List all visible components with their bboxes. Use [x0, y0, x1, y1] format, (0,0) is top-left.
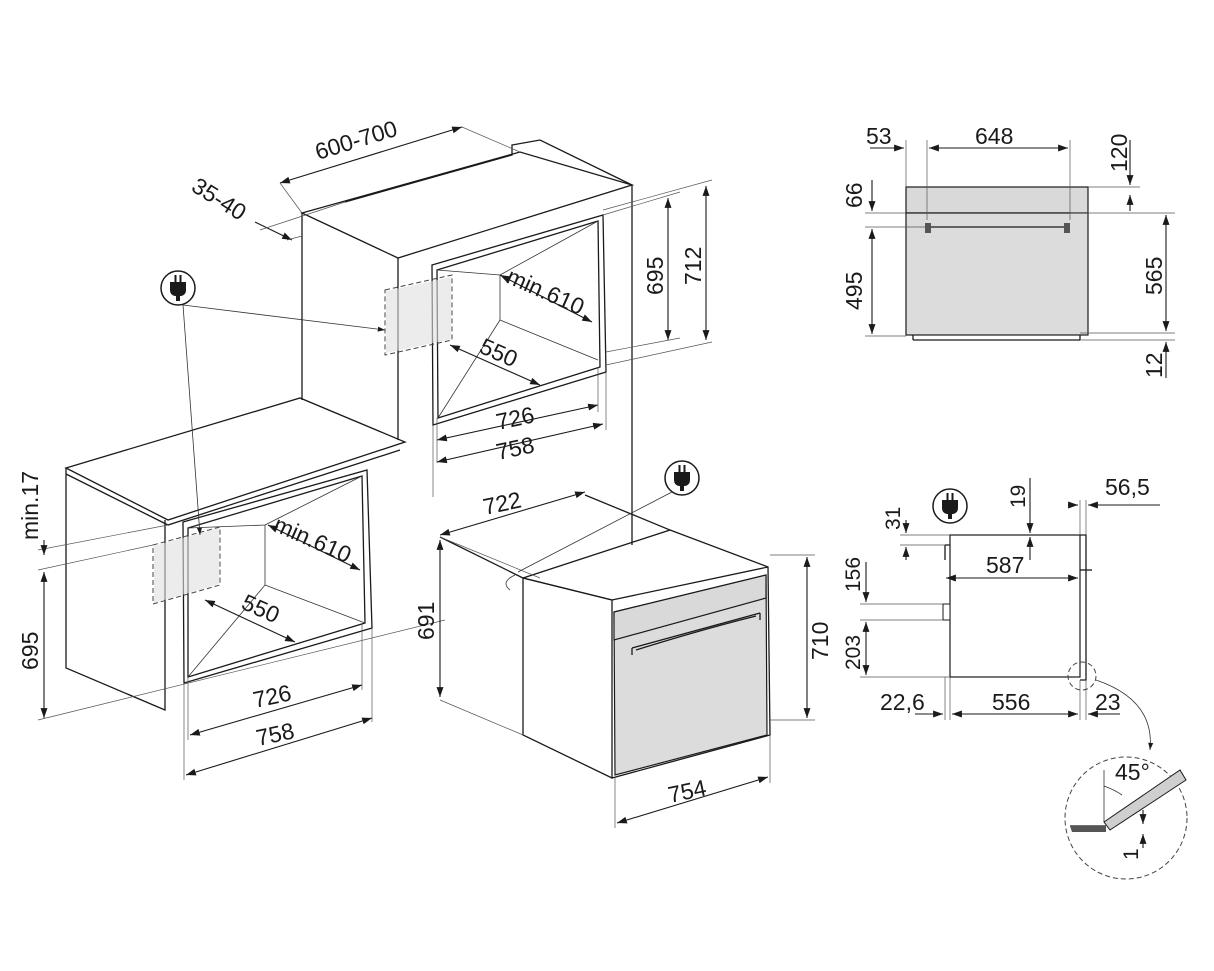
dim-under-inner-width: 726 — [251, 679, 294, 712]
dim-side-top-gap: 19 — [1007, 485, 1030, 508]
under-socket-zone — [152, 526, 221, 605]
dim-front-door: 495 — [841, 272, 867, 310]
dim-tall-min-depth: min.610 — [503, 263, 588, 320]
dim-tall-outer-width: 758 — [494, 431, 537, 464]
dim-oven-front-height: 710 — [807, 622, 833, 660]
dim-front-bottom: 12 — [1141, 352, 1167, 378]
dim-oven-front-width: 754 — [666, 774, 709, 807]
dim-side-panel: 156 — [842, 557, 865, 592]
front-view: 53 648 120 66 495 565 12 — [841, 123, 1175, 378]
dim-front-height: 565 — [1141, 257, 1167, 295]
detail-magnified: 45° 1 — [1064, 756, 1188, 880]
dim-niche-depth: 600-700 — [312, 115, 400, 165]
under-counter-cabinet: min.610 550 726 758 min.17 695 — [17, 397, 446, 780]
dim-tall-inner-height: 695 — [642, 257, 668, 295]
dim-tall-floor-depth: 550 — [476, 333, 522, 372]
dim-gap-rear: 35-40 — [187, 172, 251, 225]
dim-side-front: 22,6 — [880, 689, 925, 715]
dim-front-panel: 66 — [841, 182, 867, 208]
dim-under-height: 695 — [17, 632, 43, 670]
dim-front-width: 648 — [975, 123, 1013, 149]
dim-front-top-clear: 120 — [1106, 134, 1132, 172]
dim-side-top-offset: 31 — [882, 507, 905, 530]
dim-under-min-top: min.17 — [17, 471, 43, 540]
dim-detail-angle: 45° — [1115, 759, 1150, 785]
oven-3d: 722 691 710 754 — [413, 486, 833, 828]
dim-side-body-depth: 587 — [986, 552, 1024, 578]
tall-cabinet: 600-700 35-40 min.610 550 726 758 695 71… — [187, 115, 713, 545]
dim-tall-inner-width: 726 — [494, 401, 537, 434]
plug-icon — [932, 488, 968, 524]
dim-under-min-depth: min.610 — [270, 511, 355, 568]
dim-detail-gap: 1 — [1120, 848, 1143, 860]
dim-under-floor-depth: 550 — [238, 589, 284, 628]
dim-front-left-margin: 53 — [866, 123, 892, 149]
dim-oven-depth: 722 — [481, 486, 524, 519]
dim-under-outer-width: 758 — [254, 717, 297, 750]
plug-icon — [664, 460, 700, 496]
dim-tall-outer-height: 712 — [680, 247, 706, 285]
dim-side-depth: 556 — [992, 689, 1030, 715]
plug-icon — [160, 270, 196, 306]
dim-side-socket: 203 — [842, 635, 865, 670]
dim-side-rear: 23 — [1095, 689, 1121, 715]
dim-side-door-depth: 56,5 — [1105, 474, 1150, 500]
dim-oven-body-height: 691 — [413, 602, 439, 640]
side-view: 31 19 56,5 587 156 203 22,6 556 23 — [842, 474, 1160, 751]
